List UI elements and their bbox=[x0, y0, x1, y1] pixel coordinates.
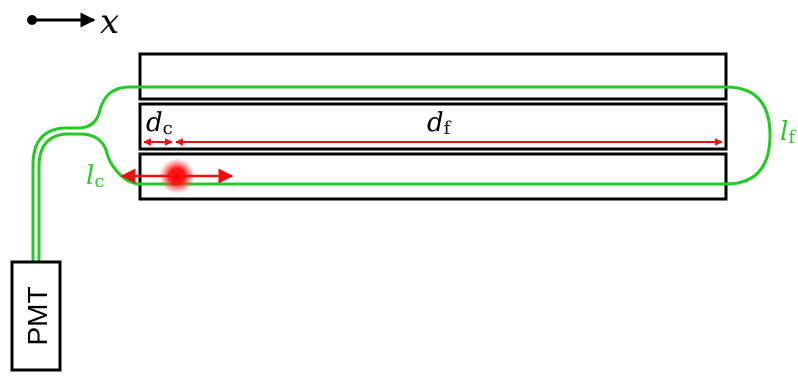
dc-label: dc bbox=[146, 108, 173, 139]
lf-label: lf bbox=[780, 117, 796, 148]
df-label: df bbox=[427, 108, 452, 139]
lc-label: lc bbox=[86, 161, 104, 192]
bar-middle bbox=[138, 102, 728, 151]
bar-top bbox=[138, 52, 728, 101]
fiber-near bbox=[37, 132, 141, 262]
pmt-label: PMT bbox=[22, 286, 53, 345]
pmt-detector: PMT bbox=[10, 260, 62, 372]
axis-label: x bbox=[100, 2, 119, 42]
light-source bbox=[120, 158, 234, 194]
red-light-source-icon bbox=[159, 158, 195, 194]
fiber-far bbox=[31, 85, 772, 262]
axis-indicator: x bbox=[27, 2, 119, 42]
pmt-box bbox=[10, 260, 62, 372]
